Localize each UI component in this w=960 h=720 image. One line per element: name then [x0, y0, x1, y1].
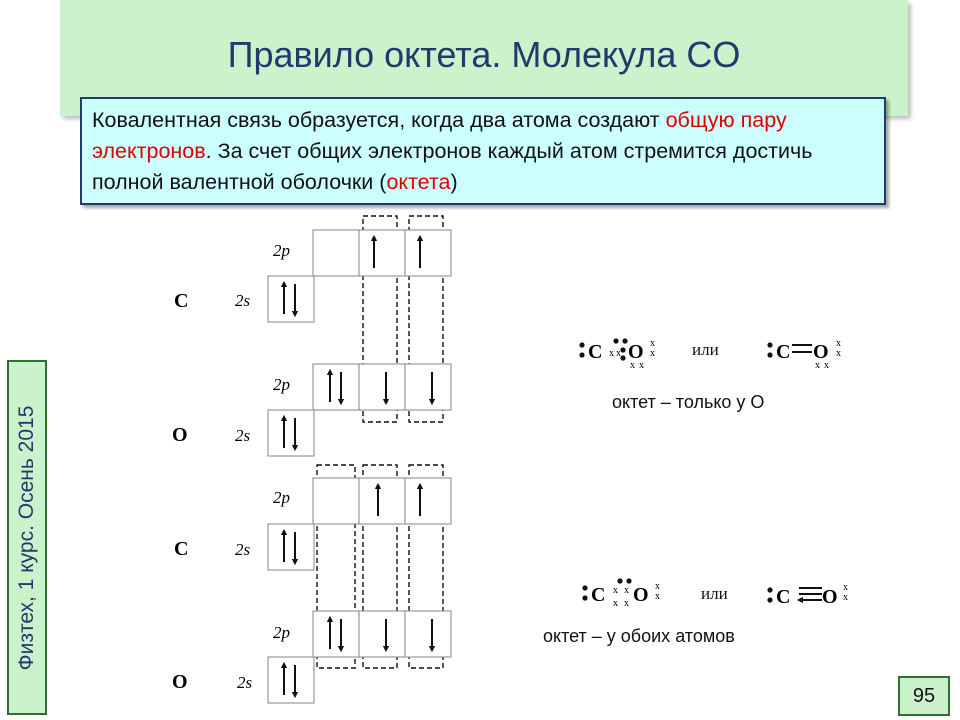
lewis-x: x	[655, 581, 660, 592]
o2-p-cell-1	[312, 610, 360, 658]
lewis-x: x	[655, 591, 660, 602]
lewis-x: x	[836, 348, 841, 359]
diagram-2: 2p C 2s 2p O 2s	[172, 464, 452, 704]
electron-dot	[582, 595, 588, 601]
lewis-c: C	[591, 584, 605, 606]
bond-box	[408, 464, 444, 669]
lewis-structure-2b: C O x x	[767, 582, 848, 608]
lewis-structure-1b: C O x x x x	[767, 338, 841, 371]
c2-p-cell-3	[404, 477, 452, 525]
o1-atom-label: O	[172, 424, 188, 446]
bond-box	[408, 215, 444, 423]
lewis-x: x	[624, 598, 629, 609]
lewis-o: O	[628, 341, 644, 363]
c2-s-cell	[267, 523, 315, 571]
diagram-1: 2p C 2s 2p O 2s	[172, 215, 452, 457]
octet-note-2: октет – у обоих атомов	[543, 626, 735, 646]
or-label-2: или	[701, 584, 728, 603]
c1-p-cell-2	[358, 229, 406, 277]
c2-p-cell-2	[358, 477, 406, 525]
electron-dot	[582, 585, 588, 591]
o1-p-cell-1	[312, 363, 360, 411]
c2-atom-label: C	[174, 538, 188, 560]
lewis-x: x	[616, 348, 621, 359]
lewis-structure-2a: C x x x x O x x	[582, 578, 660, 609]
intro-highlight-shared-pair: общую пару электронов	[92, 108, 787, 163]
electron-dot	[617, 578, 623, 584]
intro-part-3: )	[450, 170, 458, 194]
lewis-structure-1a: C x x O x x x x	[579, 338, 655, 371]
o2-s-label: 2s	[237, 673, 253, 692]
lewis-x: x	[824, 360, 829, 371]
o1-s-label: 2s	[235, 426, 251, 445]
lewis-c: C	[588, 341, 602, 363]
c1-p-label: 2p	[273, 241, 290, 260]
intro-part-1: Ковалентная связь образуется, когда два …	[92, 108, 666, 132]
lewis-c: C	[776, 586, 790, 608]
lewis-x: x	[613, 598, 618, 609]
c1-s-cell	[267, 275, 315, 323]
intro-text: Ковалентная связь образуется, когда два …	[80, 97, 886, 205]
electron-dot	[579, 342, 585, 348]
bond-box	[316, 464, 356, 669]
lewis-x: x	[624, 585, 629, 596]
o2-p-cell-3	[404, 610, 452, 658]
lewis-x: x	[639, 360, 644, 371]
side-label-box: Физтех, 1 курс. Осень 2015	[7, 360, 47, 715]
lewis-x: x	[843, 582, 848, 593]
c1-p-cell-3	[404, 229, 452, 277]
title-band: Правило октета. Молекула CO	[60, 0, 908, 116]
octet-note-1: октет – только у О	[612, 392, 765, 412]
lewis-x: x	[843, 592, 848, 603]
o2-p-cell-2	[358, 610, 406, 658]
o2-p-label: 2p	[273, 623, 290, 642]
c2-p-cell-1	[312, 477, 360, 525]
electron-dot	[613, 338, 619, 344]
lewis-o: O	[813, 341, 829, 363]
lewis-o: O	[633, 584, 649, 606]
lewis-x: x	[815, 360, 820, 371]
electron-dot	[767, 352, 773, 358]
lewis-c: C	[776, 341, 790, 363]
electron-dot	[579, 352, 585, 358]
c2-s-label: 2s	[235, 540, 251, 559]
or-label-1: или	[692, 340, 719, 359]
page-number: 95	[898, 676, 950, 716]
c1-s-label: 2s	[235, 291, 251, 310]
electron-dot	[767, 342, 773, 348]
lewis-x: x	[650, 338, 655, 349]
electron-dot	[626, 578, 632, 584]
bond-box	[362, 215, 398, 423]
intro-highlight-octet: октета	[386, 170, 451, 194]
lewis-x: x	[630, 360, 635, 371]
electron-dot	[622, 338, 628, 344]
o2-atom-label: O	[172, 671, 188, 693]
o1-s-cell	[267, 409, 315, 457]
electron-dot	[767, 597, 773, 603]
electron-dot	[620, 347, 626, 353]
lewis-x: x	[650, 348, 655, 359]
electron-dot	[620, 355, 626, 361]
o1-p-cell-2	[358, 363, 406, 411]
o1-p-label: 2p	[273, 375, 290, 394]
lewis-x: x	[836, 338, 841, 349]
o2-s-cell	[267, 656, 315, 704]
c2-p-label: 2p	[273, 488, 290, 507]
c1-atom-label: C	[174, 290, 188, 312]
intro-part-2: . За счет общих электронов каждый атом с…	[92, 139, 813, 194]
electron-dot	[767, 587, 773, 593]
lewis-o: O	[822, 586, 838, 608]
lewis-x: x	[609, 348, 614, 359]
page-title: Правило октета. Молекула CO	[227, 34, 741, 75]
c1-p-cell-1	[312, 229, 360, 277]
lewis-x: x	[613, 585, 618, 596]
o1-p-cell-3	[404, 363, 452, 411]
bond-box	[362, 464, 398, 669]
